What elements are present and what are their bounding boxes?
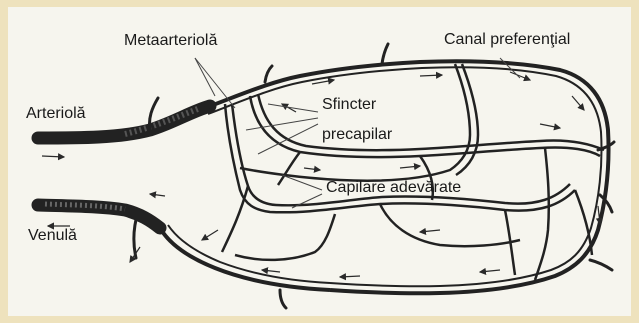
label-venula: Venulă bbox=[28, 228, 77, 244]
label-capilare-adevarate: Capilare adevărate bbox=[326, 180, 461, 196]
label-sfincter-line2: precapilar bbox=[322, 127, 392, 143]
label-arteriola: Arteriolă bbox=[26, 106, 86, 122]
vessel-stubs bbox=[134, 44, 614, 308]
true-capillaries bbox=[222, 64, 604, 280]
venule-vessel bbox=[38, 205, 160, 228]
label-canal-preferential: Canal preferenţial bbox=[444, 32, 570, 48]
label-metaarteriola: Metaarteriolă bbox=[124, 33, 217, 49]
label-sfincter-line1: Sfincter bbox=[322, 97, 376, 113]
